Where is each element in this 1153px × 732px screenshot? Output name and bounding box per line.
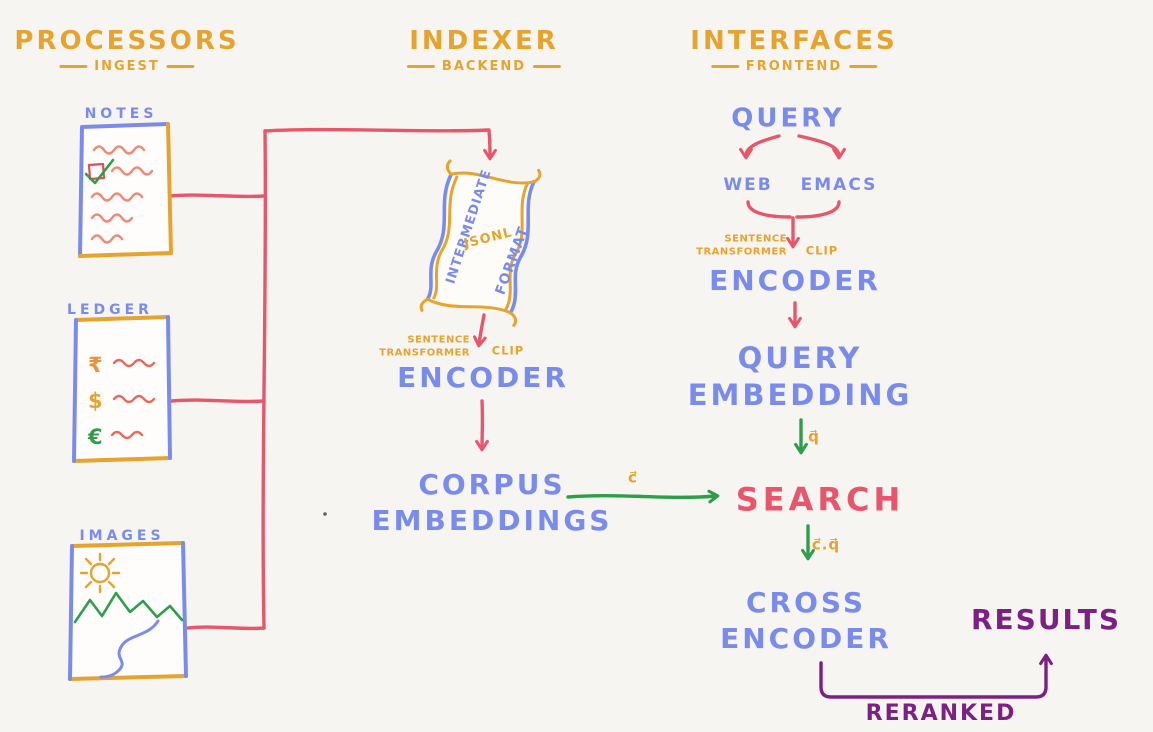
notes-scribble-lines	[90, 145, 154, 244]
jsonl-to-encoder-arrow	[472, 313, 487, 348]
query-embedding-line2: EMBEDDING	[687, 378, 913, 412]
ledger-card-paper	[74, 317, 170, 461]
subtitle-dash-right	[533, 65, 562, 68]
notes-label: NOTES	[84, 106, 158, 123]
scroll-bottom-curl	[419, 297, 518, 327]
subtitle-dash-right	[849, 65, 878, 68]
notes-checkmark-icon	[84, 158, 115, 185]
ledger-label: LEDGER	[67, 302, 153, 319]
rerank-arrow	[819, 653, 1053, 699]
similarity-label: c⃗.q⃗	[811, 535, 841, 554]
notes-checkbox-icon	[87, 162, 106, 181]
ledger-to-trunk-line	[170, 398, 266, 404]
subtitle-dash-left	[59, 65, 88, 68]
images-card-border-yellow	[68, 541, 188, 681]
corpus-vector-label: c⃗	[628, 468, 638, 487]
query-embedding-label: QUERY EMBEDDING	[688, 340, 913, 414]
dollar-icon: $	[88, 389, 103, 413]
interfaces-clip-label: CLIP	[805, 243, 839, 258]
notes-card	[78, 122, 173, 258]
interfaces-subtitle-text: FRONTEND	[745, 59, 843, 74]
indexer-title: INDEXER	[409, 26, 559, 56]
images-label: IMAGES	[79, 528, 165, 545]
subtitle-dash-left	[710, 65, 739, 68]
notes-card-border-blue	[78, 122, 170, 258]
query-to-web-arrow	[739, 134, 781, 160]
web-client-label: WEB	[723, 175, 773, 196]
indexer-model-label: SENTENCE TRANSFORMER	[379, 335, 470, 360]
processors-subtitle-text: INGEST	[94, 59, 160, 74]
crossencoder-to-results-arrow	[819, 653, 1053, 699]
query-to-emacs-arrow	[797, 134, 846, 160]
ledger-scribble-lines	[110, 358, 156, 440]
indexer-model-line2: TRANSFORMER	[379, 347, 470, 358]
mountains-icon	[73, 591, 184, 624]
trunk-to-indexer-line	[263, 127, 491, 133]
notes-card-paper	[80, 124, 171, 256]
ledger-card-border-yellow	[72, 315, 172, 463]
indexer-model-line1: SENTENCE	[407, 334, 470, 346]
query-flow-arrows	[739, 134, 846, 329]
indexer-header: INDEXER BACKEND	[406, 26, 562, 74]
web-join-line	[746, 200, 792, 219]
interfaces-title: INTERFACES	[690, 26, 898, 56]
results-label: RESULTS	[970, 603, 1122, 637]
indexer-subtitle: BACKEND	[406, 59, 562, 74]
processors-subtitle: INGEST	[59, 59, 195, 74]
emacs-client-label: EMACS	[800, 175, 878, 196]
processors-header: PROCESSORS INGEST	[14, 26, 239, 74]
scroll-top-curl	[445, 159, 542, 185]
search-flow-arrows	[566, 418, 815, 561]
images-card	[68, 541, 188, 681]
images-to-trunk-line	[186, 625, 266, 631]
jsonl-scroll: INTERMEDIATE JSONL FORMAT	[419, 159, 542, 327]
notes-card-border-yellow	[78, 122, 173, 258]
notes-to-trunk-line	[168, 193, 266, 199]
scroll-right-edge-blue	[508, 180, 536, 315]
corpus-to-search-arrow	[566, 489, 720, 504]
interfaces-model-label: SENTENCE TRANSFORMER	[696, 234, 787, 259]
arrow-into-jsonl	[483, 129, 497, 161]
cross-encoder-line1: CROSS	[746, 586, 866, 620]
subtitle-dash-right	[166, 65, 195, 68]
euro-icon: €	[87, 425, 103, 449]
interfaces-header: INTERFACES FRONTEND	[690, 26, 897, 74]
stray-dot	[323, 512, 327, 516]
sun-icon	[79, 552, 121, 594]
ledger-card: ₹ $ €	[72, 315, 172, 463]
scroll-right-edge-yellow	[504, 181, 530, 311]
query-embedding-line1: QUERY	[737, 340, 863, 375]
corpus-line1: CORPUS	[418, 468, 566, 502]
ingest-flow-arrows	[168, 127, 497, 631]
cross-encoder-label: CROSS ENCODER	[720, 585, 892, 657]
interfaces-encoder-label: ENCODER	[709, 264, 881, 298]
trunk-line	[261, 129, 268, 630]
emacs-join-line	[795, 200, 841, 219]
indexer-subtitle-text: BACKEND	[441, 59, 527, 74]
interfaces-subtitle: FRONTEND	[710, 59, 878, 74]
reranked-label: RERANKED	[865, 700, 1017, 726]
interfaces-model-line1: SENTENCE	[724, 233, 787, 245]
subtitle-dash-left	[406, 65, 435, 68]
scroll-left-edge-blue	[425, 172, 454, 301]
indexer-clip-label: CLIP	[491, 343, 525, 358]
scroll-left-edge-yellow	[432, 175, 459, 300]
rupee-icon: ₹	[88, 353, 103, 377]
river-icon	[99, 619, 160, 679]
images-card-border-blue	[68, 541, 188, 681]
ledger-card-border-blue	[72, 315, 172, 463]
search-label: SEARCH	[735, 480, 905, 519]
interfaces-model-line2: TRANSFORMER	[696, 246, 787, 257]
cross-encoder-line2: ENCODER	[720, 622, 892, 655]
query-vector-label: q⃗	[808, 427, 820, 446]
processors-title: PROCESSORS	[14, 26, 240, 56]
scroll-paper	[427, 174, 535, 315]
corpus-embeddings-label: CORPUS EMBEDDINGS	[372, 467, 613, 539]
query-label: QUERY	[731, 103, 845, 134]
corpus-line2: EMBEDDINGS	[371, 504, 613, 537]
indexer-encoder-label: ENCODER	[397, 361, 569, 395]
